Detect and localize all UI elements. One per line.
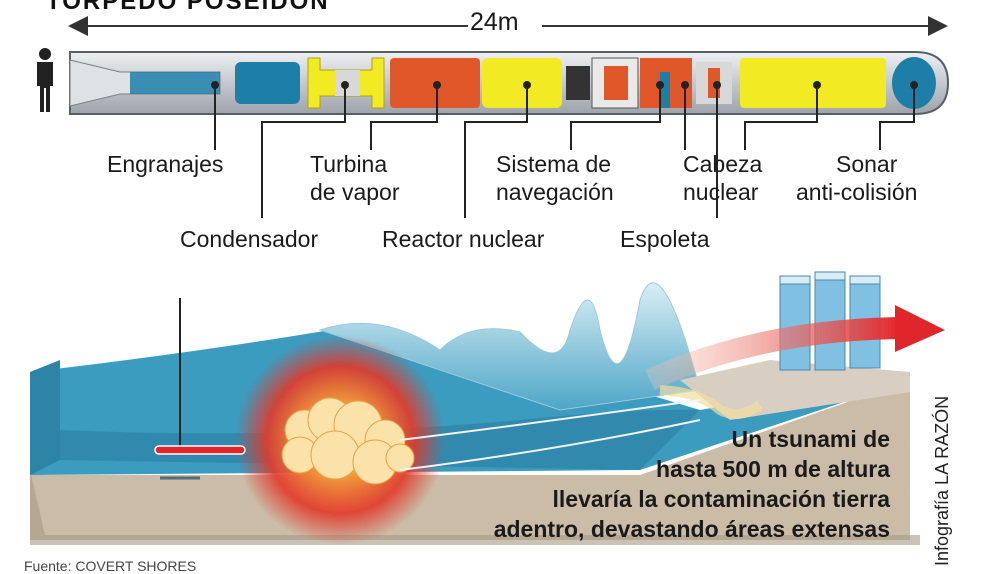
- label-turbina-1: Turbina: [310, 151, 388, 177]
- label-reactor: Reactor nuclear: [382, 226, 545, 252]
- credit: Infografía LA RAZÓN: [932, 395, 952, 566]
- tsunami-scene: [30, 271, 945, 545]
- tsunami-caption: Un tsunami de hasta 500 m de altura llev…: [494, 424, 890, 544]
- label-condensador: Condensador: [180, 226, 319, 252]
- source: Fuente: COVERT SHORES: [24, 558, 197, 574]
- label-engranajes: Engranajes: [107, 151, 224, 177]
- label-navegacion-2: navegación: [496, 179, 614, 205]
- leader-lines: [211, 81, 918, 218]
- label-sonar-1: Sonar: [836, 151, 898, 177]
- caption-line-4: adentro, devastando áreas extensas: [493, 516, 890, 542]
- label-turbina-2: de vapor: [310, 179, 400, 205]
- label-sonar-2: anti-colisión: [796, 179, 918, 205]
- length-label: 24m: [470, 8, 519, 36]
- label-navegacion-1: Sistema de: [496, 151, 612, 177]
- label-cabeza-2: nuclear: [683, 179, 759, 205]
- label-espoleta: Espoleta: [620, 226, 710, 252]
- title: TORPEDO POSEIDÓN: [46, 0, 330, 15]
- label-cabeza-1: Cabeza: [683, 151, 763, 177]
- caption-line-3: llevaría la contaminación tierra: [552, 486, 890, 512]
- caption-line-1: Un tsunami de: [731, 426, 890, 452]
- human-scale-icon: [37, 48, 53, 112]
- caption-line-2: hasta 500 m de altura: [656, 456, 890, 482]
- length-dimension: [68, 10, 948, 40]
- explosion-cloud: [281, 397, 415, 485]
